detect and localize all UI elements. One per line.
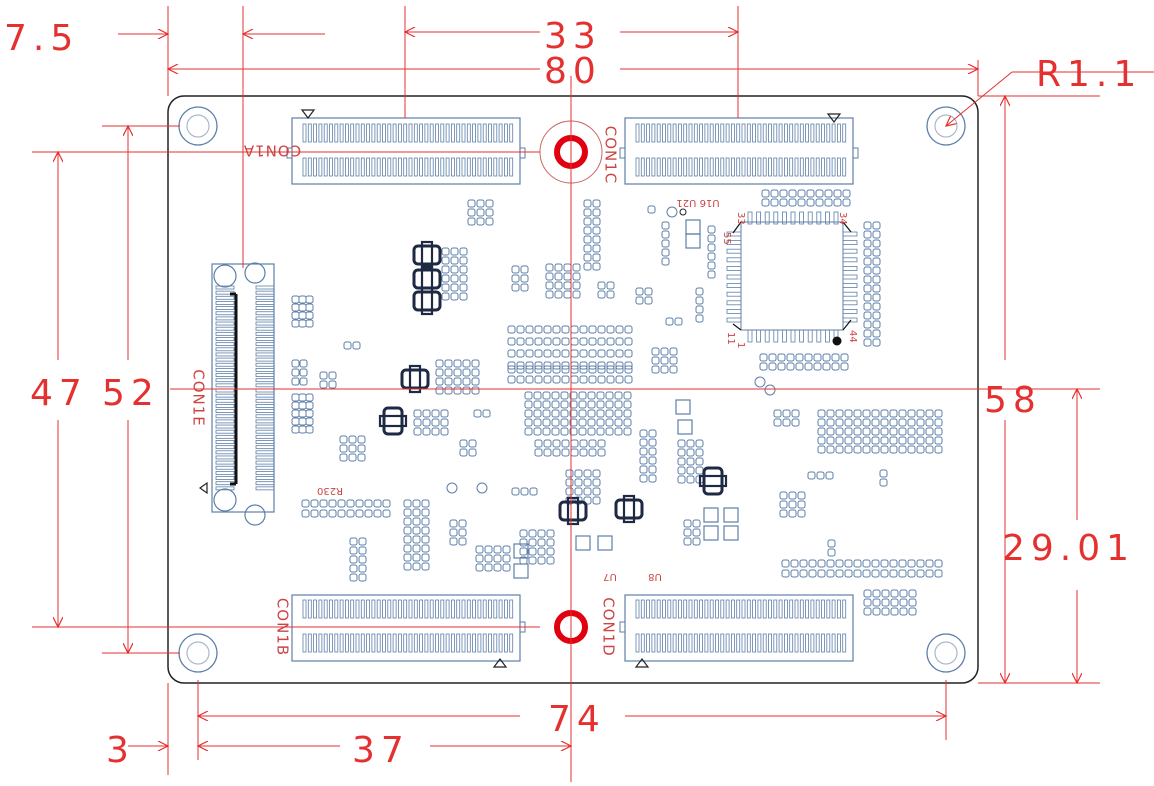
dim-r1-1: R1.1 [1036, 54, 1142, 95]
label-con1d: CON1D [600, 597, 618, 657]
pin-label-1: 1 [735, 342, 746, 348]
mounting-hole-bottom-right [926, 633, 966, 673]
dim-52: 52 [102, 373, 160, 414]
dim-80: 80 [544, 51, 602, 92]
dim-37: 37 [352, 730, 410, 771]
label-con1c: CON1C [602, 126, 620, 185]
dim-47: 47 [30, 373, 88, 414]
connector-con1b [291, 594, 526, 668]
pin-label-55: 55 [721, 232, 732, 245]
label-r230: R230 [317, 485, 343, 496]
dim-3: 3 [106, 730, 135, 771]
dim-58: 58 [984, 380, 1042, 421]
label-con1e: CON1E [190, 369, 208, 427]
dim-7-5: 7.5 [4, 18, 79, 59]
dim-29-01: 29.01 [1002, 528, 1135, 569]
dim-74: 74 [548, 699, 606, 740]
label-u8: U8 [648, 571, 662, 582]
pin-label-33: 33 [735, 212, 746, 225]
pin-label-34: 34 [837, 212, 848, 225]
pin-label-11: 11 [725, 332, 736, 345]
connector-con1c [619, 113, 859, 185]
dimension-lines [32, 6, 1154, 782]
label-con1a: CON1A [243, 142, 301, 160]
qfp-ic [726, 211, 858, 346]
connector-con1d [619, 594, 854, 668]
pin-label-44: 44 [847, 330, 858, 343]
connector-con1a [286, 109, 526, 185]
inductor-parts [378, 240, 728, 526]
component-footprints [291, 189, 943, 616]
label-u7: U7 [603, 571, 617, 582]
label-u16-u21: U16 U21 [676, 197, 719, 208]
dim-33: 33 [544, 16, 602, 57]
